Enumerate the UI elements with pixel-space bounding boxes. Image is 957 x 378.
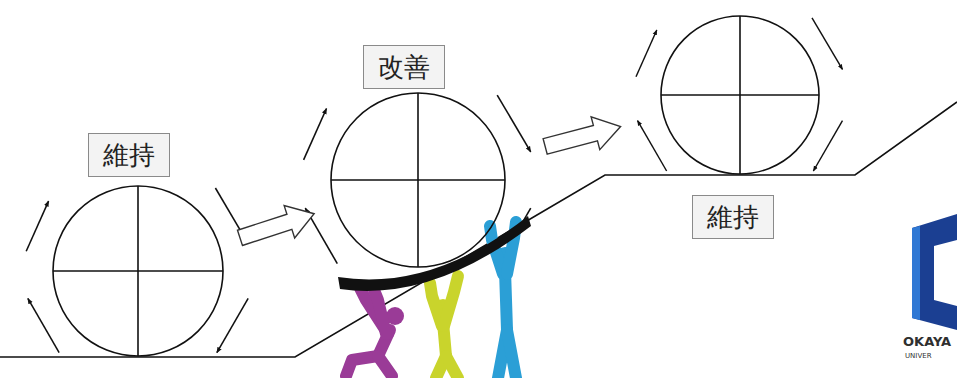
cycle-circle xyxy=(53,186,223,356)
logo-text: UNIVER xyxy=(905,352,932,360)
logo-mark xyxy=(912,214,957,330)
cycle-circle xyxy=(331,93,505,267)
stage-label: 維持 xyxy=(692,195,774,239)
cycle-node: 維持 xyxy=(52,185,224,357)
cycle-circle xyxy=(661,16,819,174)
stage-label: 維持 xyxy=(88,133,170,177)
purple-person xyxy=(346,288,404,376)
block-arrow xyxy=(237,206,314,246)
cycle-outline xyxy=(330,92,506,268)
logo-mark xyxy=(912,226,920,320)
logo-text: OKAYA xyxy=(903,334,951,349)
quadrant-line xyxy=(331,179,505,181)
quadrant-line xyxy=(661,94,819,96)
cycle-node: 維持 xyxy=(660,15,820,175)
quadrant-line xyxy=(53,270,223,272)
rotation-arrows xyxy=(26,188,248,353)
cycle-outline xyxy=(660,15,820,175)
cycle-outline xyxy=(52,185,224,357)
cycle-node: 改善 xyxy=(330,92,506,268)
green-person xyxy=(430,276,458,378)
block-arrow xyxy=(543,117,620,154)
stopper-wedge xyxy=(338,216,531,291)
slope-line xyxy=(0,102,957,357)
stage-label: 改善 xyxy=(363,45,445,89)
